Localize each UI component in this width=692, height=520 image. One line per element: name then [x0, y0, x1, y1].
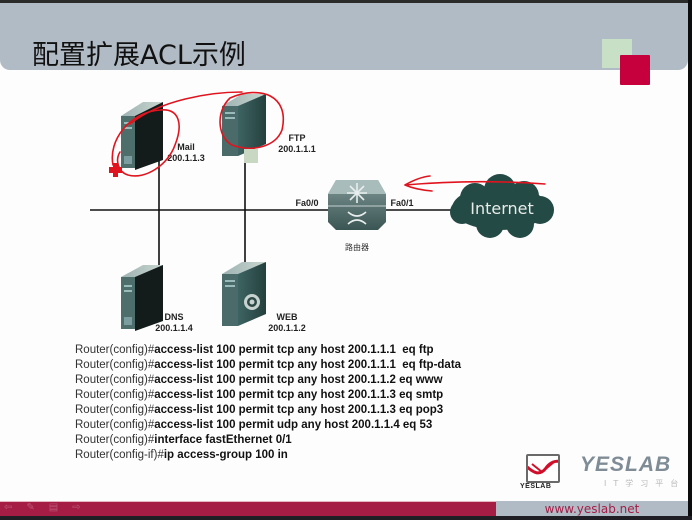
yeslab-logo: YESLAB YESLAB IT学习平台 [520, 450, 690, 490]
footer-bar [0, 501, 496, 517]
router-port-fa01: Fa0/1 [390, 198, 413, 208]
config-line: Router(config)#access-list 100 permit tc… [75, 343, 461, 358]
server-web-name: WEB [277, 312, 298, 322]
server-dns-ip: 200.1.1.4 [155, 323, 193, 333]
config-line: Router(config)#interface fastEthernet 0/… [75, 433, 461, 448]
logo-mark-icon [522, 454, 563, 483]
server-ftp-icon [222, 94, 266, 163]
logo-tagline: IT学习平台 [604, 479, 686, 488]
red-cross-icon [109, 163, 122, 177]
slide-header: 配置扩展ACL示例 [0, 3, 688, 71]
config-line: Router(config)#access-list 100 permit ud… [75, 418, 461, 433]
window-bottom-border [0, 516, 692, 520]
server-dns-icon [121, 265, 163, 331]
annotation-circle-mail [111, 109, 180, 177]
config-line: Router(config)#access-list 100 permit tc… [75, 358, 461, 373]
config-command: access-list 100 permit tcp any host 200.… [154, 389, 444, 401]
server-web-ip: 200.1.1.2 [268, 323, 306, 333]
window-top-border [0, 0, 692, 3]
decor-square-red [620, 55, 650, 85]
next-slide-icon[interactable]: ⇨ [72, 502, 81, 513]
config-prompt: Router(config)# [75, 344, 155, 356]
config-line: Router(config)#access-list 100 permit tc… [75, 403, 461, 418]
config-command: access-list 100 permit tcp any host 200.… [154, 359, 462, 371]
server-ftp-ip: 200.1.1.1 [278, 144, 316, 154]
internet-cloud-icon: Internet [450, 174, 554, 238]
config-commands: Router(config)#access-list 100 permit tc… [75, 343, 461, 463]
config-command: access-list 100 permit tcp any host 200.… [154, 344, 434, 356]
config-line: Router(config-if)#ip access-group 100 in [75, 448, 461, 463]
config-prompt: Router(config-if)# [75, 449, 164, 461]
config-line: Router(config)#access-list 100 permit tc… [75, 373, 461, 388]
router-port-fa00: Fa0/0 [295, 198, 318, 208]
config-command: ip access-group 100 in [163, 449, 288, 461]
router-label: 路由器 [345, 242, 369, 252]
config-command: access-list 100 permit tcp any host 200.… [154, 404, 444, 416]
server-mail-icon [121, 102, 163, 170]
server-dns-name: DNS [164, 312, 183, 322]
config-prompt: Router(config)# [75, 374, 155, 386]
footer-url-bar: www.yeslab.net [496, 501, 688, 517]
config-prompt: Router(config)# [75, 389, 155, 401]
config-prompt: Router(config)# [75, 359, 155, 371]
website-link[interactable]: www.yeslab.net [544, 502, 640, 516]
router-icon [328, 180, 386, 230]
pen-icon[interactable]: ✎ [26, 502, 35, 513]
network-diagram: Internet Mail 200.1.1.3 FTP 200.1.1.1 DN… [90, 91, 554, 333]
server-web-icon [222, 262, 266, 326]
server-mail-name: Mail [177, 142, 195, 152]
config-command: interface fastEthernet 0/1 [154, 434, 292, 446]
annotation-arrow [404, 175, 546, 192]
annotation-marks [111, 91, 546, 192]
network-links [90, 160, 455, 270]
server-mail-ip: 200.1.1.3 [167, 153, 205, 163]
slide-nav-controls[interactable]: ⇦ ✎ ▤ ⇨ [4, 502, 81, 514]
logo-wordmark: YESLAB [580, 453, 672, 476]
config-command: access-list 100 permit udp any host 200.… [154, 419, 433, 431]
server-ftp-name: FTP [289, 133, 306, 143]
window-right-border [688, 0, 692, 520]
cloud-label: Internet [470, 199, 534, 218]
menu-icon[interactable]: ▤ [48, 502, 59, 513]
prev-slide-icon[interactable]: ⇦ [4, 502, 13, 513]
annotation-arc [129, 91, 243, 125]
slide-title: 配置扩展ACL示例 [32, 40, 246, 71]
config-command: access-list 100 permit tcp any host 200.… [154, 374, 443, 386]
annotation-circle-ftp [219, 91, 285, 149]
logo-small-text: YESLAB [520, 483, 552, 490]
config-line: Router(config)#access-list 100 permit tc… [75, 388, 461, 403]
config-prompt: Router(config)# [75, 434, 155, 446]
config-prompt: Router(config)# [75, 404, 155, 416]
config-prompt: Router(config)# [75, 419, 155, 431]
